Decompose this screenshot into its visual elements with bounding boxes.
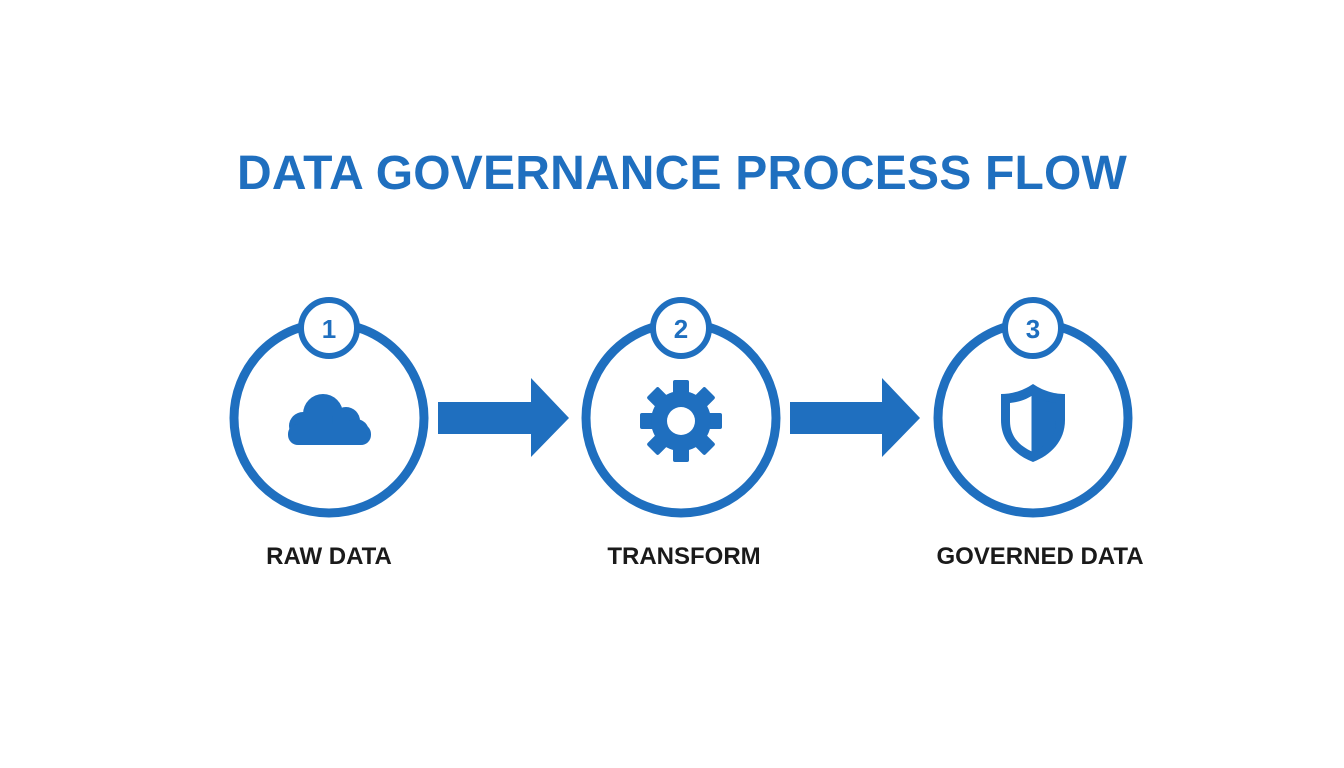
arrow-1-to-2: [438, 378, 569, 457]
arrow-2-to-3: [790, 378, 920, 457]
step-1-label: RAW DATA: [266, 543, 392, 570]
step-1: 1: [229, 297, 429, 518]
step-3-number: 3: [1026, 314, 1040, 344]
step-1-number: 1: [322, 314, 336, 344]
step-2-number: 2: [674, 314, 688, 344]
step-3-badge: [1002, 297, 1064, 359]
step-2-label: TRANSFORM: [607, 543, 761, 570]
step-3: 3: [933, 297, 1133, 518]
step-3-label: GOVERNED DATA: [936, 543, 1144, 570]
step-1-badge: [298, 297, 360, 359]
shield-icon: [1001, 384, 1065, 462]
page-title: DATA GOVERNANCE PROCESS FLOW: [236, 147, 1128, 200]
step-2-badge: [650, 297, 712, 359]
step-2: 2: [581, 297, 781, 518]
gear-icon: [640, 380, 722, 462]
cloud-icon: [288, 394, 371, 445]
